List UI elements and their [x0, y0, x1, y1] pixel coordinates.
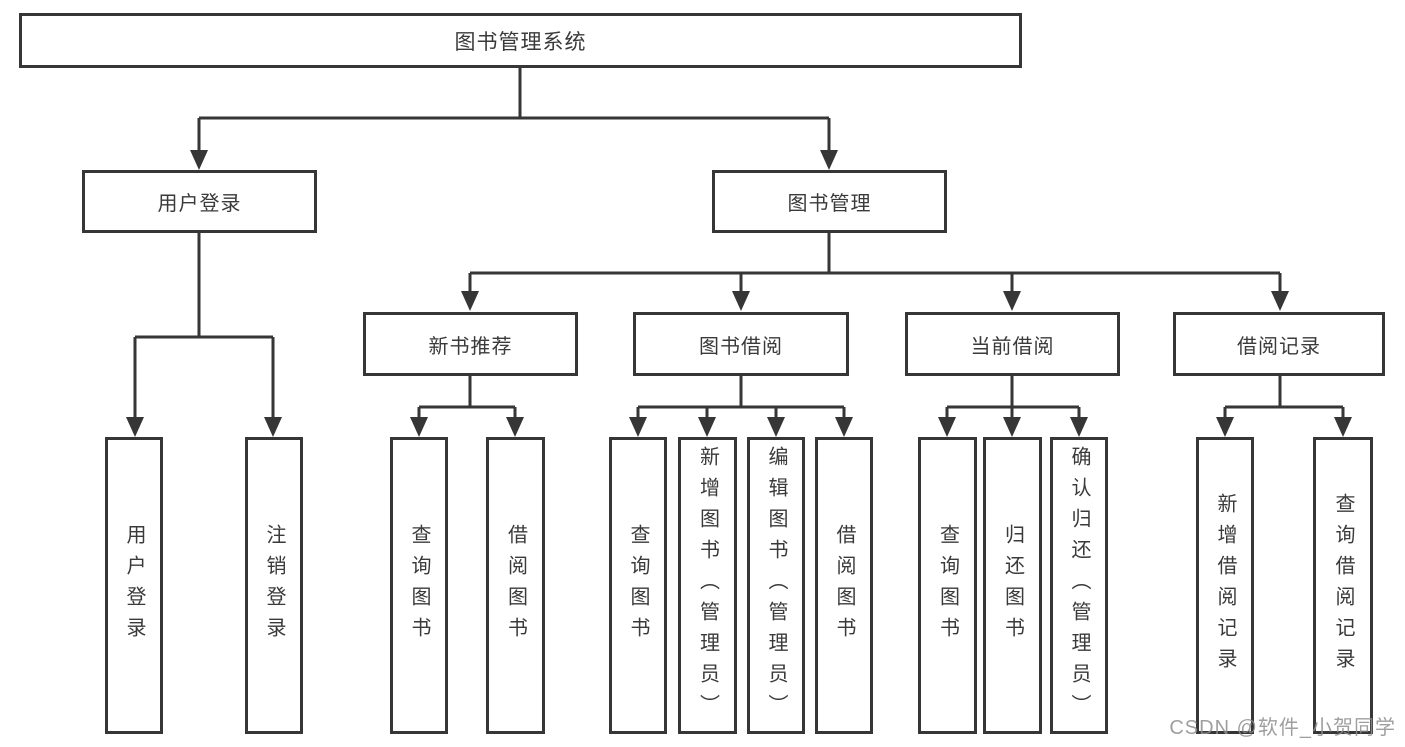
leaf-add-books-admin: 新增图书（管理员）	[678, 437, 737, 734]
leaf-confirm-return-admin: 确认归还（管理员）	[1050, 437, 1108, 734]
leaf-borrow-books-recommend: 借阅图书	[486, 437, 545, 734]
leaf-query-books-current: 查询图书	[918, 437, 977, 734]
leaf-query-books-borrow: 查询图书	[609, 437, 667, 734]
leaf-query-borrow-record: 查询借阅记录	[1313, 437, 1373, 734]
node-new-book-recommend: 新书推荐	[363, 312, 578, 376]
arrowheads	[126, 150, 1352, 437]
leaf-return-books: 归还图书	[983, 437, 1042, 734]
leaf-add-borrow-record: 新增借阅记录	[1196, 437, 1254, 734]
node-current-borrow: 当前借阅	[905, 312, 1120, 376]
csdn-watermark: CSDN @软件_小贺同学	[1169, 717, 1396, 739]
leaf-borrow-books: 借阅图书	[815, 437, 873, 734]
leaf-user-login: 用户登录	[105, 437, 163, 734]
node-book-management: 图书管理	[712, 170, 947, 233]
node-borrow-records: 借阅记录	[1173, 312, 1385, 376]
node-root-library-management-system: 图书管理系统	[19, 13, 1022, 68]
leaf-edit-books-admin: 编辑图书（管理员）	[747, 437, 805, 734]
node-user-login: 用户登录	[82, 170, 317, 233]
leaf-logout: 注销登录	[245, 437, 303, 734]
node-book-borrow: 图书借阅	[633, 312, 849, 376]
leaf-query-books-recommend: 查询图书	[390, 437, 448, 734]
